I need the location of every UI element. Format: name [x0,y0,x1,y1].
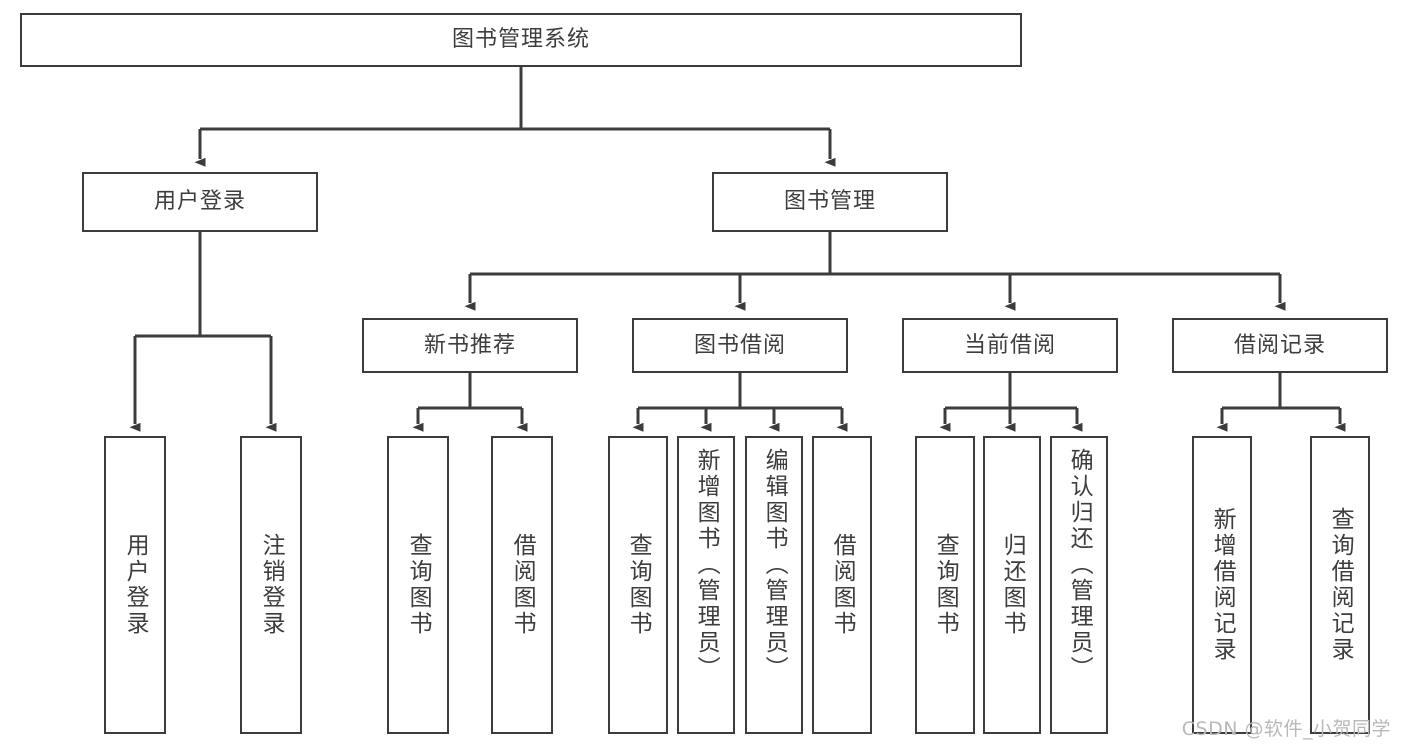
leaf-recommend-query-book-label: 查询图书 [405,533,432,637]
leaf-current-confirm-return[interactable]: 确认归还（管理员） [1050,436,1108,734]
node-borrow-record-label: 借阅记录 [1233,332,1326,358]
node-book-management[interactable]: 图书管理 [712,172,948,232]
leaf-user-login[interactable]: 用户登录 [104,436,166,734]
leaf-record-query[interactable]: 查询借阅记录 [1310,436,1370,734]
node-root-label: 图书管理系统 [451,27,590,53]
leaf-user-login-label: 用户登录 [122,533,149,637]
node-new-book-recommend-label: 新书推荐 [423,332,516,358]
leaf-borrow-edit-book[interactable]: 编辑图书（管理员） [745,436,803,734]
leaf-logout[interactable]: 注销登录 [240,436,302,734]
leaf-recommend-query-book[interactable]: 查询图书 [387,436,449,734]
leaf-recommend-borrow-book[interactable]: 借阅图书 [491,436,553,734]
leaf-recommend-borrow-book-label: 借阅图书 [509,533,536,637]
node-book-management-label: 图书管理 [783,189,876,215]
leaf-borrow-add-book[interactable]: 新增图书（管理员） [677,436,735,734]
leaf-logout-label: 注销登录 [258,533,285,637]
leaf-borrow-borrow-book[interactable]: 借阅图书 [812,436,872,734]
leaf-current-query-book[interactable]: 查询图书 [915,436,975,734]
leaf-current-confirm-return-label: 确认归还（管理员） [1066,448,1093,682]
node-borrow-record[interactable]: 借阅记录 [1172,318,1388,373]
leaf-borrow-query-book[interactable]: 查询图书 [608,436,668,734]
node-current-borrow-label: 当前借阅 [963,332,1056,358]
leaf-borrow-edit-book-label: 编辑图书（管理员） [761,448,788,682]
node-book-borrow-label: 图书借阅 [693,332,786,358]
leaf-current-return-book-label: 归还图书 [999,533,1026,637]
node-new-book-recommend[interactable]: 新书推荐 [362,318,578,373]
node-book-borrow[interactable]: 图书借阅 [632,318,848,373]
watermark: CSDN @软件_小贺同学 [1181,718,1391,740]
leaf-borrow-query-book-label: 查询图书 [625,533,652,637]
node-current-borrow[interactable]: 当前借阅 [902,318,1118,373]
leaf-current-return-book[interactable]: 归还图书 [983,436,1041,734]
leaf-current-query-book-label: 查询图书 [932,533,959,637]
node-root[interactable]: 图书管理系统 [20,13,1022,67]
leaf-record-add-label: 新增借阅记录 [1209,507,1236,663]
leaf-borrow-borrow-book-label: 借阅图书 [829,533,856,637]
node-user-login[interactable]: 用户登录 [82,172,318,232]
leaf-record-query-label: 查询借阅记录 [1327,507,1354,663]
node-user-login-label: 用户登录 [153,189,246,215]
leaf-borrow-add-book-label: 新增图书（管理员） [693,448,720,682]
leaf-record-add[interactable]: 新增借阅记录 [1192,436,1252,734]
